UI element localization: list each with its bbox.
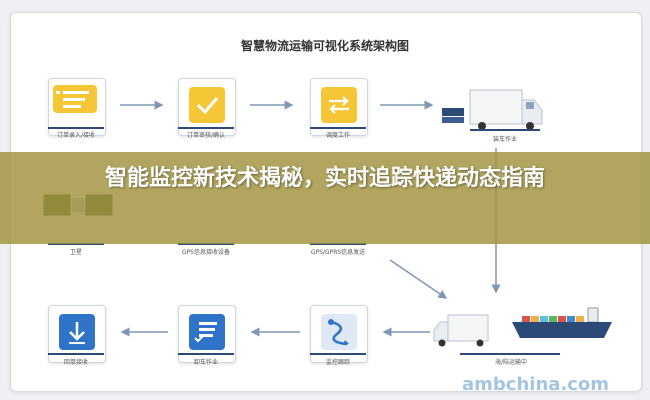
diagram-title: 智慧物流运输可视化系统架构图	[240, 39, 409, 53]
swap-arrows-icon	[321, 87, 357, 123]
route-map-icon	[321, 314, 357, 350]
document-check-icon	[189, 314, 225, 350]
order-entry-node	[48, 78, 106, 136]
gps-sending-bar	[310, 243, 366, 245]
arrow-gps-to-transit	[389, 259, 448, 299]
route-tracking-label: 监控跟踪	[325, 359, 350, 366]
dispatch-label: 调度工作	[325, 132, 350, 139]
checkmark-icon	[189, 87, 225, 123]
gps-device-bar	[178, 243, 234, 245]
order-entry-bar	[48, 127, 104, 129]
order-review-bar	[178, 127, 234, 129]
order-review-label: 订单审核/确认	[186, 132, 226, 139]
dispatch-bar	[310, 127, 366, 129]
delivery-label: 卸车作业	[193, 359, 218, 366]
download-icon	[59, 314, 95, 350]
headline-banner	[0, 152, 650, 244]
headline-text: 智能监控新技术揭秘，实时追踪快递动态指南	[104, 166, 545, 191]
satellite-bar	[48, 243, 104, 245]
watermark: ambchina.com	[462, 374, 610, 395]
order-entry-icon	[53, 85, 97, 113]
gps-sending-label: GPS/GPRS信息发送	[310, 249, 366, 256]
dispatch-node	[310, 78, 368, 136]
route-tracking-bar	[310, 353, 366, 355]
loading-label: 装车作业	[492, 136, 517, 143]
receipt-bar	[48, 353, 104, 355]
sea-land-label: 海/陆运输中	[494, 359, 528, 366]
gps-device-label: GPS信息接收设备	[181, 249, 231, 256]
loading-bar	[470, 129, 540, 131]
satellite-label: 卫星	[69, 249, 82, 256]
delivery-bar	[178, 353, 234, 355]
sea-land-bar	[460, 353, 560, 355]
receipt-label: 回单接收	[63, 359, 88, 366]
order-review-node	[178, 78, 236, 136]
order-entry-label: 订单录入/接收	[56, 132, 96, 139]
